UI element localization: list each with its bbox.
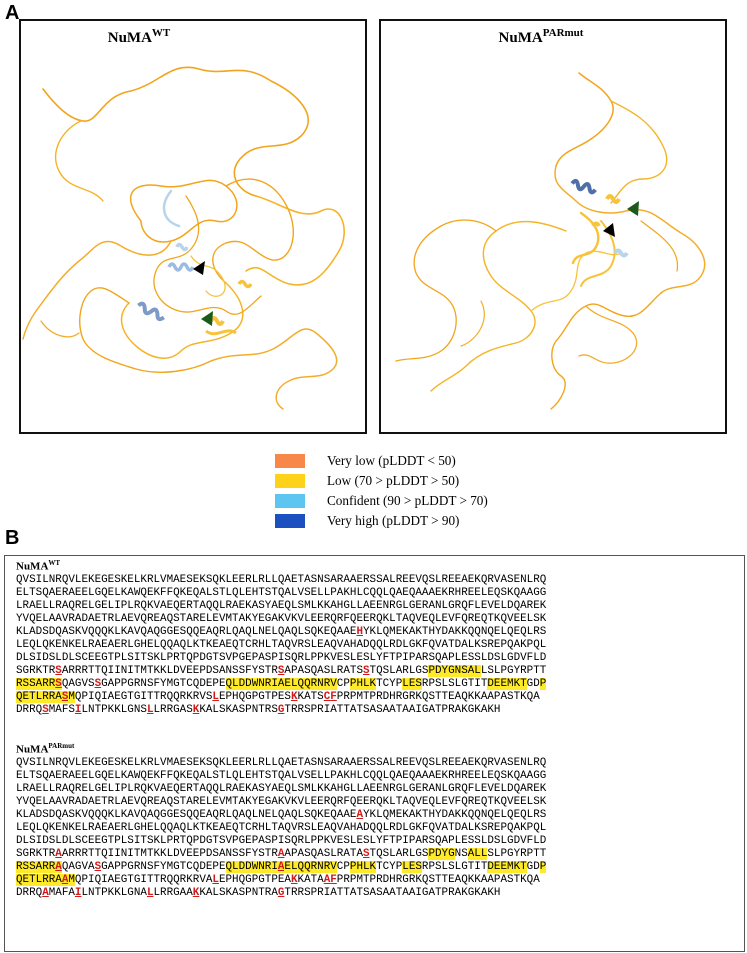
legend-swatch-low (275, 474, 305, 488)
legend-label: Very low (pLDDT < 50) (327, 453, 456, 468)
helix-cluster-mut (570, 178, 629, 258)
sequence-line: KLADSDQASKVQQQKLKAVQAQGGESQQEAQRLQAQLNEL… (16, 626, 547, 638)
arrow-green-wt (201, 311, 213, 326)
sequence-line: LEQLQKENKELRAEAERLGHELQQAQLKTKEAEQTCRHLT… (16, 639, 547, 651)
sequence-line: KLADSDQASKVQQQKLKAVQAQGGESQQEAQRLQAQLNEL… (16, 809, 547, 821)
sequence-line: LRAELLRAQRELGELIPLRQKVAEQERTAQQLRAEKASYA… (16, 783, 547, 795)
structure-model-wt (22, 66, 345, 410)
sequence-title-parmut: NuMAPARmut (16, 742, 75, 756)
sequence-line: YVQELAAVRADAETRLAEVQREAQSTARELEVMTAKYEGA… (16, 796, 547, 808)
sequence-line: RSSARRAQAGVASGAPPGRNSFYMGTCQDEPEQLDDWNRI… (16, 861, 547, 873)
sequence-line: SGRKTRAARRRTTQIINITMTKKLDVEEPDSANSSFYSTR… (16, 848, 547, 860)
legend-label: Low (70 > pLDDT > 50) (327, 473, 460, 488)
sequence-line: LRAELLRAQRELGELIPLRQKVAEQERTAQQLRAEKASYA… (16, 600, 547, 612)
arrow-black-wt (193, 261, 205, 275)
sequence-line: DRRQAMAFAILNTPKKLGNALLRRGAAKKALSKASPNTRA… (16, 887, 501, 899)
sequence-line: YVQELAAVRADAETRLAEVQREAQSTARELEVMTAKYEGA… (16, 613, 547, 625)
structure-box-wt: NuMAWT (19, 19, 367, 434)
legend-swatch-very-high (275, 514, 305, 528)
sequence-line: QVSILNRQVLEKEGESKELKRLVMAESEKSQKLEERLRLL… (16, 574, 547, 586)
sequence-line: QETLRRASMQPIQIAEGTGITTRQQRKRVSLEPHQGPGTP… (16, 691, 540, 703)
helix-cluster-wt-2 (137, 301, 237, 336)
structure-model-parmut (395, 72, 706, 410)
sequence-line: QETLRRAAMQPIQIAEGTGITTRQQRKRVALEPHQGPGTP… (16, 874, 540, 886)
panel-a-label: A (5, 2, 20, 24)
structure-title-parmut: NuMAPARmut (498, 27, 584, 46)
legend-label: Very high (pLDDT > 90) (327, 513, 460, 528)
sequence-line: RSSARRSQAGVSSGAPPGRNSFYMGTCQDEPEQLDDWNRI… (16, 678, 547, 690)
sequence-line: QVSILNRQVLEKEGESKELKRLVMAESEKSQKLEERLRLL… (16, 757, 547, 769)
sequence-line: DLSIDSLDLSCEEGTPLSITSKLPRTQPDGTSVPGEPASP… (16, 835, 547, 847)
sequence-line: SGRKTRSARRRTTQIINITMTKKLDVEEPDSANSSFYSTR… (16, 665, 547, 677)
structure-title-wt: NuMAWT (107, 27, 171, 46)
sequence-line: DLSIDSLDLSCEEGTPLSITSKLPRTQPDGTSVPGEPASP… (16, 652, 547, 664)
structure-box-parmut: NuMAPARmut (379, 19, 727, 434)
legend-label: Confident (90 > pLDDT > 70) (327, 493, 488, 508)
arrow-green-mut (627, 201, 639, 216)
legend-swatch-very-low (275, 454, 305, 468)
sequence-line: LEQLQKENKELRAEAERLGHELQQAQLKTKEAEQTCRHLT… (16, 822, 547, 834)
sequence-line: ELTSQAERAEELGQELKAWQEKFFQKEQALSTLQLEHTST… (16, 770, 547, 782)
sequence-line: DRRQSMAFSILNTPKKLGNSLLRRGASKKALSKASPNTRS… (16, 704, 501, 716)
legend-swatch-confident (275, 494, 305, 508)
arrow-black-mut (603, 223, 615, 237)
helix-cluster-wt-1 (167, 242, 253, 289)
panel-b-label: B (5, 527, 20, 549)
sequence-line: ELTSQAERAEELGQELKAWQEKFFQKEQALSTLQLEHTST… (16, 587, 547, 599)
sequence-title-wt: NuMAWT (16, 559, 61, 573)
sequence-panel: NuMAWT QVSILNRQVLEKEGESKELKRLVMAESEKSQKL… (4, 555, 745, 952)
